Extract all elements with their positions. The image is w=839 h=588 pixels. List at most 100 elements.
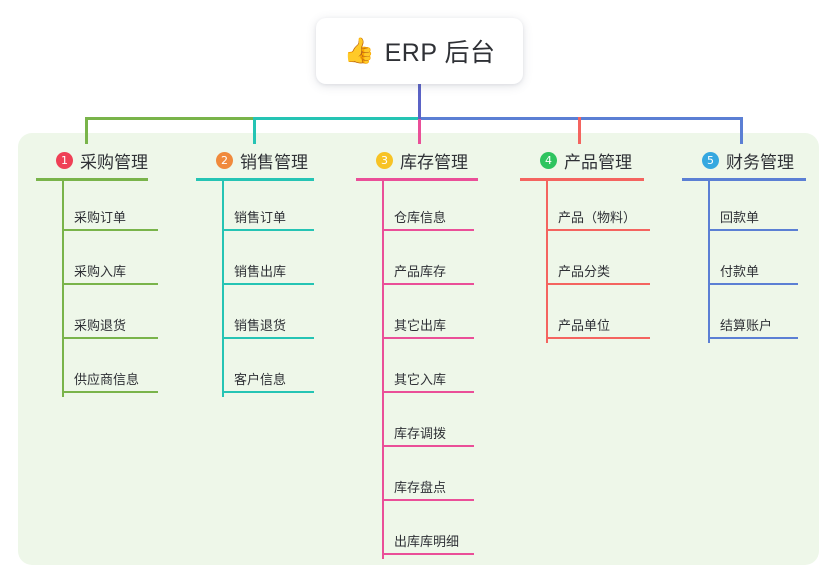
- menu-item-label: 回款单: [720, 210, 760, 225]
- menu-item-rule: [222, 283, 314, 285]
- column-header-rule: [196, 178, 314, 181]
- menu-item-rule: [708, 229, 798, 231]
- menu-item-rule: [382, 499, 474, 501]
- column-drop-connector: [418, 117, 421, 144]
- column-财务管理: 5 财务管理回款单付款单结算账户: [682, 148, 806, 343]
- column-number-badge: 4: [540, 151, 557, 169]
- menu-item[interactable]: 出库库明细: [356, 505, 478, 559]
- column-title: 财务管理: [726, 152, 794, 172]
- column-title: 库存管理: [400, 152, 468, 172]
- column-库存管理: 3 库存管理仓库信息产品库存其它出库其它入库库存调拨库存盘点出库库明细: [356, 148, 478, 559]
- menu-item[interactable]: 销售出库: [196, 235, 314, 289]
- menu-item-rule: [382, 391, 474, 393]
- menu-item-label: 采购订单: [74, 210, 127, 225]
- column-header-rule: [356, 178, 478, 181]
- menu-item-label: 结算账户: [720, 318, 773, 333]
- menu-item-label: 产品（物料）: [558, 210, 637, 225]
- column-title: 采购管理: [80, 152, 148, 172]
- menu-item-label: 客户信息: [234, 372, 287, 387]
- column-header[interactable]: 2 销售管理: [196, 148, 314, 172]
- menu-item[interactable]: 付款单: [682, 235, 806, 289]
- menu-item[interactable]: 采购入库: [36, 235, 158, 289]
- menu-item-label: 销售出库: [234, 264, 287, 279]
- column-header-rule: [36, 178, 148, 181]
- column-drop-connector: [740, 117, 743, 144]
- menu-item[interactable]: 产品单位: [520, 289, 650, 343]
- title-card: 👍 ERP 后台: [316, 18, 523, 84]
- menu-item-rule: [62, 337, 158, 339]
- column-drop-connector: [85, 117, 88, 144]
- menu-item[interactable]: 仓库信息: [356, 181, 478, 235]
- menu-item[interactable]: 采购订单: [36, 181, 158, 235]
- column-drop-connector: [253, 117, 256, 144]
- column-产品管理: 4 产品管理产品（物料） 产品分类产品单位: [520, 148, 650, 343]
- menu-item[interactable]: 库存盘点: [356, 451, 478, 505]
- menu-item-rule: [382, 283, 474, 285]
- menu-item-rule: [222, 391, 314, 393]
- column-item-list: 仓库信息产品库存其它出库其它入库库存调拨库存盘点出库库明细: [356, 181, 478, 559]
- menu-item[interactable]: 销售退货: [196, 289, 314, 343]
- menu-item-rule: [382, 337, 474, 339]
- menu-item[interactable]: 其它出库: [356, 289, 478, 343]
- column-header[interactable]: 4 产品管理: [520, 148, 644, 172]
- menu-item-label: 产品单位: [558, 318, 611, 333]
- menu-item-label: 销售退货: [234, 318, 287, 333]
- menu-item-rule: [222, 229, 314, 231]
- column-spine: [62, 181, 64, 397]
- column-item-list: 采购订单采购入库采购退货供应商信息: [36, 181, 158, 397]
- column-header-rule: [520, 178, 644, 181]
- menu-item-rule: [546, 337, 650, 339]
- menu-item[interactable]: 客户信息: [196, 343, 314, 397]
- column-item-list: 销售订单销售出库销售退货客户信息: [196, 181, 314, 397]
- menu-item[interactable]: 产品库存: [356, 235, 478, 289]
- menu-item[interactable]: 结算账户: [682, 289, 806, 343]
- menu-item[interactable]: 回款单: [682, 181, 806, 235]
- column-spine: [222, 181, 224, 397]
- column-number-badge: 5: [702, 151, 719, 169]
- menu-item-rule: [546, 229, 650, 231]
- menu-item-label: 付款单: [720, 264, 760, 279]
- column-spine: [546, 181, 548, 343]
- menu-item-label: 采购入库: [74, 264, 127, 279]
- column-销售管理: 2 销售管理销售订单销售出库销售退货客户信息: [196, 148, 314, 397]
- menu-item-label: 产品分类: [558, 264, 611, 279]
- column-title: 产品管理: [564, 152, 632, 172]
- menu-item-label: 库存调拨: [394, 426, 447, 441]
- menu-item-label: 其它出库: [394, 318, 447, 333]
- bus-segment: [253, 117, 418, 120]
- menu-item-label: 产品库存: [394, 264, 447, 279]
- page-title: ERP 后台: [384, 39, 496, 67]
- menu-item-label: 采购退货: [74, 318, 127, 333]
- menu-item[interactable]: 采购退货: [36, 289, 158, 343]
- column-item-list: 产品（物料） 产品分类产品单位: [520, 181, 650, 343]
- menu-item-rule: [546, 283, 650, 285]
- menu-item-label: 仓库信息: [394, 210, 447, 225]
- menu-item[interactable]: 库存调拨: [356, 397, 478, 451]
- column-number-badge: 2: [216, 151, 233, 169]
- menu-item[interactable]: 产品分类: [520, 235, 650, 289]
- menu-item[interactable]: 销售订单: [196, 181, 314, 235]
- menu-item-rule: [62, 283, 158, 285]
- column-header[interactable]: 5 财务管理: [682, 148, 806, 172]
- column-title: 销售管理: [240, 152, 308, 172]
- menu-item-rule: [222, 337, 314, 339]
- menu-item-label: 其它入库: [394, 372, 447, 387]
- column-spine: [382, 181, 384, 559]
- column-item-list: 回款单付款单结算账户: [682, 181, 806, 343]
- menu-item[interactable]: 供应商信息: [36, 343, 158, 397]
- root-stem-connector: [418, 84, 421, 119]
- columns-panel: [18, 133, 819, 565]
- thumbs-up-icon: 👍: [343, 36, 375, 65]
- menu-item[interactable]: 其它入库: [356, 343, 478, 397]
- column-header-rule: [682, 178, 806, 181]
- column-header[interactable]: 3 库存管理: [356, 148, 478, 172]
- bus-segment: [85, 117, 253, 120]
- menu-item[interactable]: 产品（物料）: [520, 181, 650, 235]
- column-number-badge: 3: [376, 151, 393, 169]
- menu-item-rule: [382, 445, 474, 447]
- menu-item-rule: [382, 553, 474, 555]
- menu-item-rule: [382, 229, 474, 231]
